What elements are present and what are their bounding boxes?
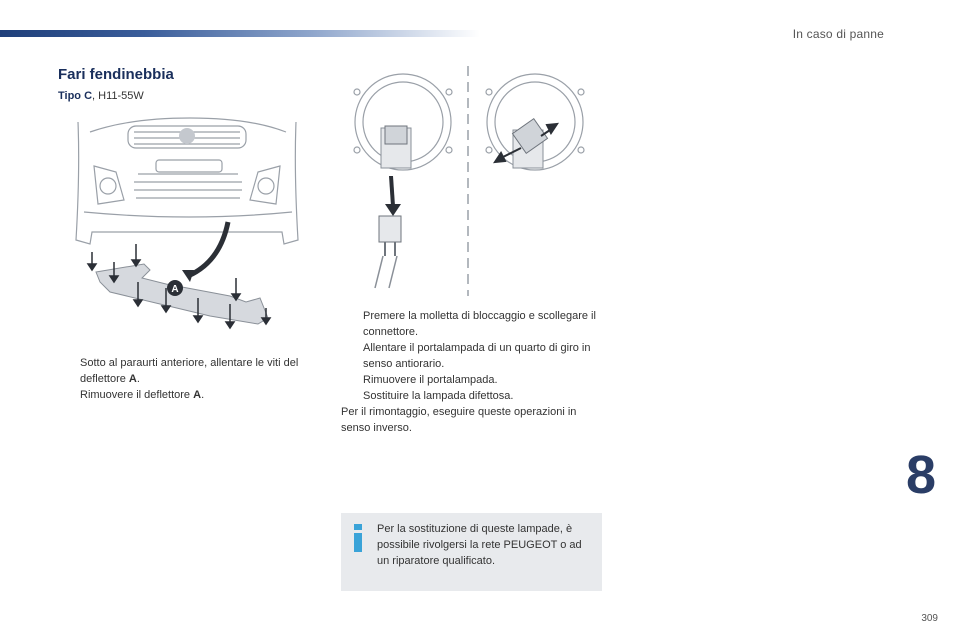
page-number: 309 bbox=[921, 613, 938, 624]
callout-a-badge bbox=[167, 280, 183, 296]
info-box: Per la sostituzione di queste lampade, è… bbox=[341, 513, 602, 591]
lamp-type: Tipo C, H11-55W bbox=[58, 90, 144, 102]
car-front-illustration: A bbox=[75, 117, 299, 330]
steps-right: Premere la molletta di bloccaggio e scol… bbox=[341, 308, 601, 436]
fog-lamp-illustration bbox=[353, 66, 585, 296]
callout-a-label: A bbox=[171, 284, 178, 295]
header-gradient-bar bbox=[0, 30, 480, 37]
list-item: Rimuovere il deflettore A. bbox=[80, 389, 205, 401]
lamp-type-value: , H11-55W bbox=[92, 90, 144, 102]
reassembly-note: Per il rimontaggio, eseguire queste oper… bbox=[341, 406, 577, 434]
chapter-title: In caso di panne bbox=[792, 27, 884, 41]
steps-left: Sotto al paraurti anteriore, allentare l… bbox=[58, 355, 313, 403]
info-icon bbox=[354, 524, 362, 552]
list-item: Sotto al paraurti anteriore, allentare l… bbox=[80, 357, 299, 385]
section-title: Fari fendinebbia bbox=[58, 66, 174, 83]
list-item: Allentare il portalampada di un quarto d… bbox=[363, 342, 591, 370]
list-item: Sostituire la lampada difettosa. bbox=[363, 390, 514, 402]
list-item: Rimuovere il portalampada. bbox=[363, 374, 498, 386]
list-item: Premere la molletta di bloccaggio e scol… bbox=[363, 310, 596, 338]
lamp-type-label: Tipo C bbox=[58, 90, 93, 102]
info-text: Per la sostituzione di queste lampade, è… bbox=[377, 523, 582, 567]
chapter-number: 8 bbox=[905, 445, 936, 505]
